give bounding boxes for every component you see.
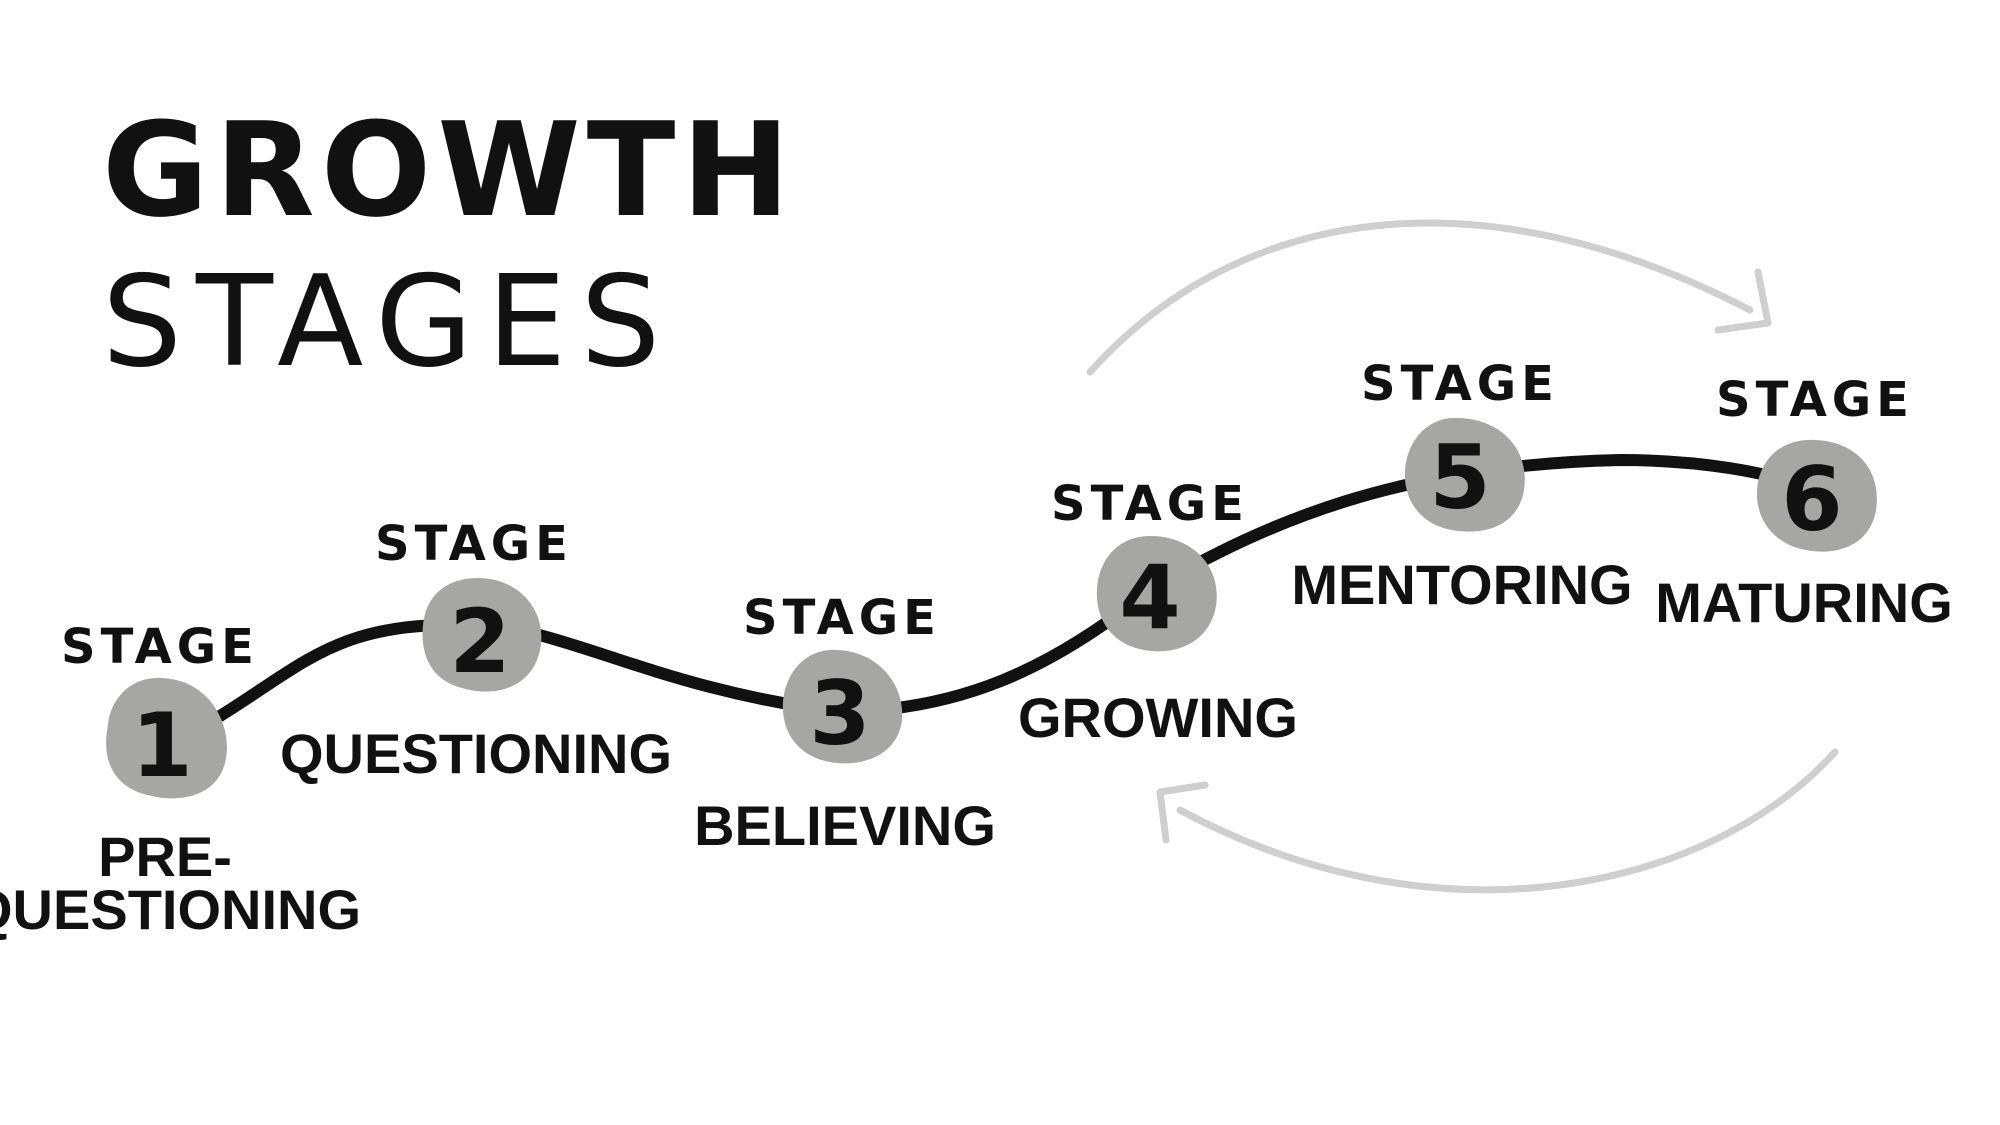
stage-number: 5 xyxy=(1429,426,1490,529)
stage-label: GROWING xyxy=(1018,686,1298,749)
stage-label: MENTORING xyxy=(1291,553,1632,616)
stage-number: 2 xyxy=(449,590,510,693)
stage-word: STAGE xyxy=(1051,476,1249,532)
curved-arrow-right-icon xyxy=(1086,219,1772,376)
stage-label: QUESTIONING xyxy=(280,722,672,785)
title-stages: STAGES xyxy=(102,248,674,395)
stage-word: STAGE xyxy=(1361,356,1559,412)
stage-blob xyxy=(1756,439,1877,552)
stage-number: 3 xyxy=(809,662,870,765)
stage-1: STAGE 1 PRE- QUESTIONING xyxy=(0,619,361,941)
stage-word: STAGE xyxy=(743,590,941,646)
stage-2: STAGE 2 QUESTIONING xyxy=(280,516,672,785)
stage-5: STAGE 5 MENTORING xyxy=(1291,356,1632,616)
stage-6: STAGE 6 MATURING xyxy=(1655,372,1953,634)
title-growth: GROWTH xyxy=(102,94,796,246)
stage-number: 4 xyxy=(1119,546,1180,649)
stage-word: STAGE xyxy=(1716,372,1914,428)
stage-number: 6 xyxy=(1781,448,1842,551)
stage-blob xyxy=(422,578,542,692)
stage-number: 1 xyxy=(131,694,192,797)
stage-3: STAGE 3 BELIEVING xyxy=(694,590,996,857)
stage-blob xyxy=(106,677,227,799)
stage-word: STAGE xyxy=(61,619,259,675)
stage-label: QUESTIONING xyxy=(0,878,361,941)
curved-arrow-left-icon xyxy=(1156,748,1839,894)
stage-blob xyxy=(1404,417,1525,532)
stage-blob xyxy=(1096,536,1217,652)
stage-blob xyxy=(782,649,903,764)
stage-4: STAGE 4 GROWING xyxy=(1018,476,1298,749)
stage-label: BELIEVING xyxy=(694,794,996,857)
stage-label: PRE- xyxy=(98,825,232,888)
stage-label: MATURING xyxy=(1655,571,1953,634)
stage-word: STAGE xyxy=(375,516,573,572)
